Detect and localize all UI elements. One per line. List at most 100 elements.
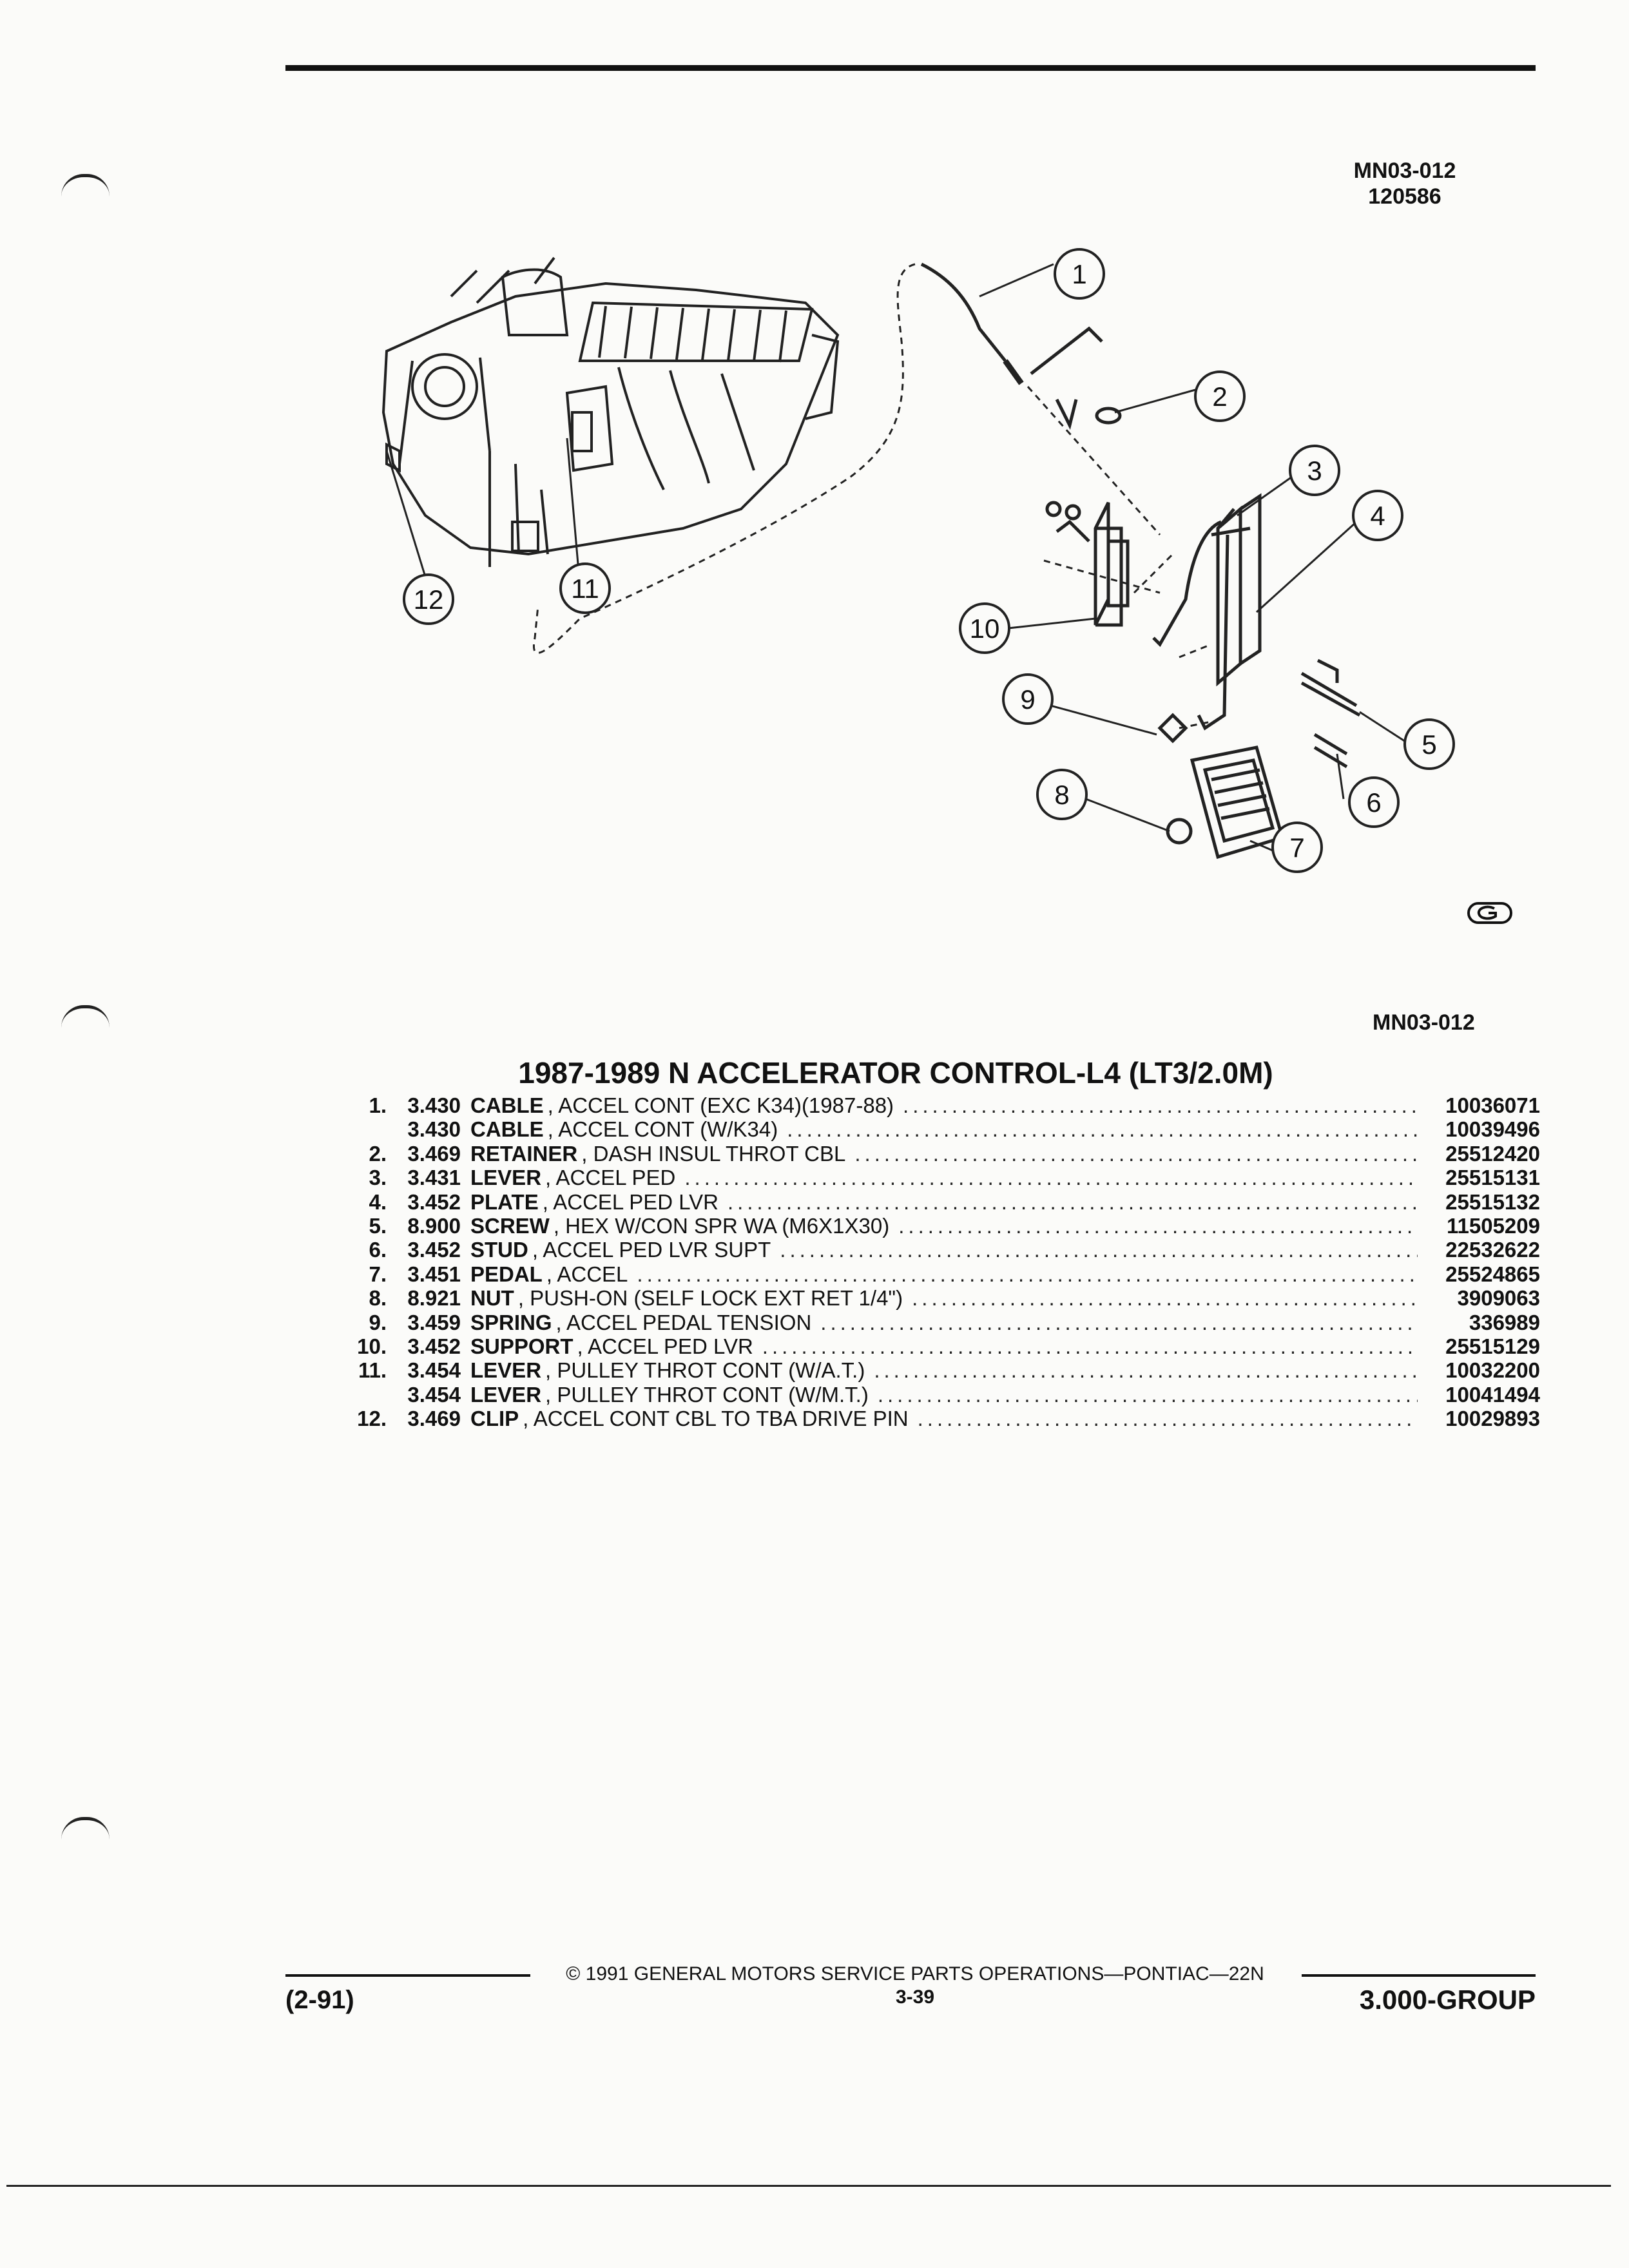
part-name: PEDAL [470, 1262, 543, 1286]
part-description: CABLE, ACCEL CONT (EXC K34)(1987-88) [470, 1093, 1418, 1117]
callout-5: 5 [1422, 729, 1436, 760]
part-detail: , ACCEL CONT CBL TO TBA DRIVE PIN [523, 1407, 909, 1431]
footer-center: © 1991 GENERAL MOTORS SERVICE PARTS OPER… [528, 1963, 1302, 2009]
dot-leader [909, 1407, 1418, 1430]
group-code: 3.452 [407, 1189, 461, 1214]
figure-code: MN03-012 [1353, 159, 1456, 183]
part-description: LEVER, PULLEY THROT CONT (W/M.T.) [470, 1383, 1418, 1407]
throttle-cable-route [533, 263, 1212, 729]
callout-1: 1 [1072, 259, 1086, 289]
footer-rule-left [285, 1974, 530, 1977]
parts-list: 1. 3.430 CABLE, ACCEL CONT (EXC K34)(1987-… [342, 1093, 1540, 1430]
group-code: 3.430 [407, 1093, 461, 1117]
part-number: 25512420 [1445, 1141, 1540, 1166]
part-number: 10039496 [1445, 1117, 1540, 1142]
part-name: CABLE [470, 1093, 544, 1117]
callout-12: 12 [414, 584, 444, 615]
bottom-rule [6, 2185, 1611, 2187]
part-name: PLATE [470, 1189, 539, 1214]
accel-cable [920, 262, 1122, 430]
dot-leader [675, 1166, 1418, 1189]
date-code: 120586 [1368, 184, 1441, 209]
dot-leader [869, 1383, 1418, 1407]
item-number: 7. [369, 1262, 387, 1286]
part-detail: , PUSH-ON (SELF LOCK EXT RET 1/4") [517, 1286, 903, 1311]
part-number: 11505209 [1446, 1213, 1540, 1238]
dot-leader [865, 1358, 1418, 1382]
part-detail: , ACCEL PED [545, 1166, 676, 1190]
item-number: 1. [369, 1093, 387, 1117]
exploded-parts-diagram: 1 2 3 4 5 6 7 8 9 10 11 12 [381, 248, 1455, 873]
dot-leader [778, 1117, 1418, 1141]
dot-leader [811, 1311, 1418, 1334]
item-number: 8. [369, 1286, 387, 1311]
dot-leader [718, 1190, 1418, 1214]
group-code: 3.469 [407, 1141, 461, 1166]
callout-2: 2 [1212, 381, 1227, 412]
part-description: CLIP, ACCEL CONT CBL TO TBA DRIVE PIN [470, 1407, 1418, 1430]
part-description: LEVER, ACCEL PED [470, 1166, 1418, 1189]
top-rule [285, 65, 1536, 71]
dot-leader [845, 1142, 1418, 1166]
part-number: 25515132 [1445, 1189, 1540, 1214]
parts-row: 6. 3.452 STUD, ACCEL PED LVR SUPT 22532622 [342, 1238, 1540, 1262]
part-number: 3909063 [1457, 1286, 1540, 1311]
part-detail: , ACCEL PED LVR [577, 1334, 753, 1358]
part-name: STUD [470, 1238, 528, 1262]
callout-4: 4 [1370, 501, 1385, 531]
part-number: 10029893 [1445, 1407, 1540, 1431]
part-description: SPRING, ACCEL PEDAL TENSION [470, 1311, 1418, 1334]
part-name: CABLE [470, 1117, 544, 1142]
revision-date: (2-91) [285, 1986, 354, 2014]
item-number: 9. [369, 1310, 387, 1334]
part-detail: , PULLEY THROT CONT (W/A.T.) [545, 1358, 865, 1383]
part-detail: , ACCEL PEDAL TENSION [555, 1310, 812, 1334]
part-detail: , ACCEL CONT (W/K34) [547, 1117, 778, 1142]
part-detail: , ACCEL PED LVR SUPT [532, 1238, 771, 1262]
footer-rule-right [1302, 1974, 1536, 1977]
part-number: 25524865 [1445, 1262, 1540, 1286]
part-number: 25515129 [1445, 1334, 1540, 1358]
margin-punch-mark [61, 1005, 110, 1028]
group-code: 3.452 [407, 1334, 461, 1358]
dot-leader [889, 1214, 1418, 1238]
item-number: 6. [369, 1238, 387, 1262]
group-code: 3.431 [407, 1166, 461, 1190]
parts-row: 3. 3.431 LEVER, ACCEL PED 25515131 [342, 1166, 1540, 1189]
part-number: 336989 [1469, 1310, 1540, 1334]
part-number: 25515131 [1445, 1166, 1540, 1190]
part-detail: , HEX W/CON SPR WA (M6X1X30) [553, 1213, 890, 1238]
part-name: SCREW [470, 1213, 550, 1238]
part-description: SUPPORT, ACCEL PED LVR [470, 1334, 1418, 1358]
group-code: 3.452 [407, 1238, 461, 1262]
item-number: 3. [369, 1166, 387, 1190]
dot-leader [753, 1334, 1418, 1358]
item-number: 5. [369, 1213, 387, 1238]
group-code: 3.459 [407, 1310, 461, 1334]
item-number: 4. [369, 1189, 387, 1214]
part-number: 22532622 [1445, 1238, 1540, 1262]
part-description: STUD, ACCEL PED LVR SUPT [470, 1238, 1418, 1262]
part-description: NUT, PUSH-ON (SELF LOCK EXT RET 1/4") [470, 1286, 1418, 1310]
part-name: SUPPORT [470, 1334, 574, 1358]
item-number: 2. [369, 1141, 387, 1166]
callout-11: 11 [571, 573, 599, 604]
part-description: RETAINER, DASH INSUL THROT CBL [470, 1142, 1418, 1166]
parts-row: 1. 3.430 CABLE, ACCEL CONT (EXC K34)(1987-… [342, 1093, 1540, 1117]
pedal-assembly [1045, 493, 1361, 860]
dot-leader [771, 1238, 1418, 1262]
callout-9: 9 [1020, 684, 1035, 715]
item-number: 12. [357, 1407, 387, 1431]
callout-10: 10 [970, 613, 1000, 644]
callout-bubbles [403, 248, 1455, 873]
figure-code-caption: MN03-012 [1373, 1010, 1475, 1035]
group-code: 3.454 [407, 1382, 461, 1407]
part-detail: , DASH INSUL THROT CBL [581, 1141, 846, 1166]
part-name: LEVER [470, 1382, 542, 1407]
engine-illustration [381, 256, 840, 567]
